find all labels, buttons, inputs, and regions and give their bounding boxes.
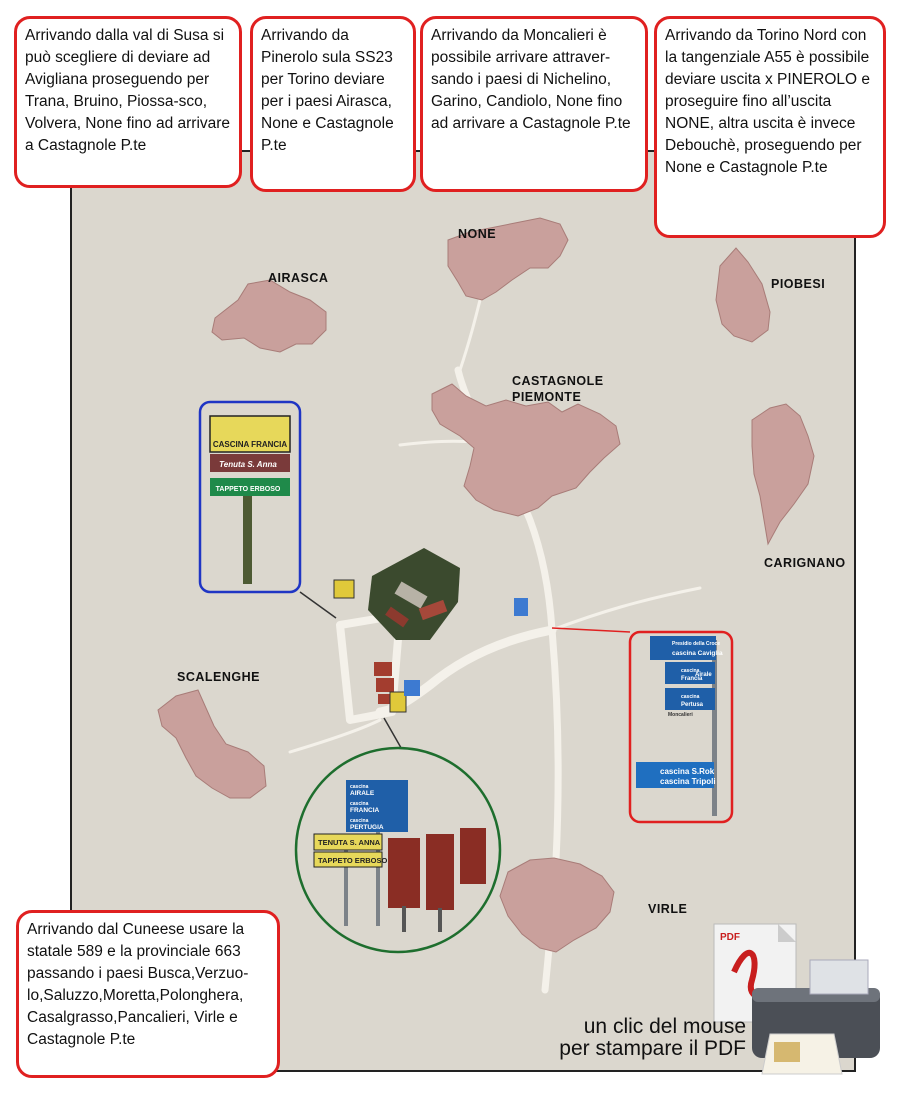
sign-c0-big: AIRALE: [350, 790, 375, 797]
pdf-printer-graphic: [713, 923, 880, 1075]
town-shape-airasca: [211, 279, 327, 353]
sign-r2-big: Airale: [695, 672, 712, 678]
sign-r0-small: Presidio della Croce: [672, 641, 720, 647]
sign-circle-tenuta: TENUTA S. ANNA: [318, 838, 381, 847]
sign-c1-big: FRANCIA: [350, 807, 380, 814]
sign-r1-small: cascina: [681, 668, 700, 674]
town-label-carignano: CARIGNANO: [764, 556, 846, 570]
sign-c1-small: cascina: [350, 801, 369, 807]
directions-pinerolo: Arrivando da Pinerolo sula SS23 per Tori…: [250, 16, 416, 192]
directions-moncalieri: Arrivando da Moncalieri è possibile arri…: [420, 16, 648, 192]
directions-torino-nord: Arrivando da Torino Nord con la tangenzi…: [654, 16, 886, 238]
sign-r3-small: cascina: [681, 694, 700, 700]
directions-val-susa: Arrivando dalla val di Susa si può scegl…: [14, 16, 242, 188]
sign-c0-small: cascina: [350, 784, 369, 790]
pdf-label: PDF: [720, 932, 740, 943]
road-sp146: [288, 718, 382, 754]
town-shape-none: [447, 217, 569, 301]
print-line2: per stampare il PDF: [559, 1037, 746, 1060]
inset-green-sign: [294, 746, 502, 954]
sign-cascina-francia: CASCINA FRANCIA: [213, 440, 288, 449]
town-label-none: NONE: [458, 227, 497, 241]
inset-blue-sign: [198, 400, 302, 594]
sign-rb-line2: cascina Tripoli: [660, 777, 716, 786]
sign-rb-line1: cascina S.Rok: [660, 767, 715, 776]
print-pdf-button[interactable]: [712, 922, 882, 1082]
road-main-south: [541, 626, 562, 994]
sign-r3-big: Pertusa: [681, 702, 704, 708]
road-east: [550, 586, 702, 632]
town-shape-scalenghe: [157, 689, 267, 799]
sign-circle-tappeto: TAPPETO ERBOSO: [318, 856, 387, 865]
map-sign-icons: [333, 579, 528, 713]
sign-r4-big: Moncalieri: [668, 712, 693, 718]
farm-complex: [368, 548, 460, 640]
inset-red-sign: [628, 630, 734, 824]
sign-r1-big: Francia: [681, 676, 703, 682]
town-label-scalenghe: SCALENGHE: [177, 670, 260, 684]
sign-c2-big: PERTUGIA: [350, 824, 384, 831]
sign-tappeto: TAPPETO ERBOSO: [216, 486, 281, 493]
print-pdf-link[interactable]: un clic del mouse per stampare il PDF: [540, 1016, 746, 1060]
town-shape-castagnole: [431, 383, 621, 517]
town-label-airasca: AIRASCA: [268, 271, 329, 285]
town-label-virle: VIRLE: [648, 902, 688, 916]
town-shape-piobesi: [715, 247, 771, 343]
directions-cuneese: Arrivando dal Cuneese usare la statale 5…: [16, 910, 280, 1078]
connector-red: [551, 627, 631, 633]
print-line1: un clic del mouse: [583, 1015, 746, 1038]
road-north-to-none: [458, 298, 482, 372]
town-label-castagnole: CASTAGNOLE PIEMONTE: [512, 374, 604, 404]
sign-tenuta: Tenuta S. Anna: [219, 460, 277, 469]
connector-blue: [299, 591, 337, 619]
town-shape-virle: [499, 857, 615, 953]
sign-c2-small: cascina: [350, 818, 369, 824]
sign-r0-big: cascina Caviglia: [672, 650, 723, 657]
town-label-piobesi: PIOBESI: [771, 277, 826, 291]
town-shape-carignano: [751, 403, 815, 546]
